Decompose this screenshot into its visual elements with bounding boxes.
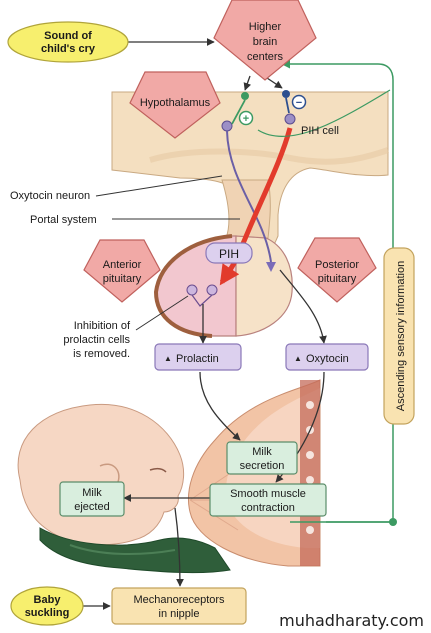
ascending-to-hypothalamus — [257, 89, 391, 138]
arrow-prolactin-to-secretion — [199, 371, 241, 441]
baby-suckling-label-2: suckling — [25, 607, 70, 619]
prolactin-cell-2 — [206, 284, 218, 296]
milk-secretion-node — [226, 441, 298, 475]
alveolus-6 — [306, 526, 314, 534]
sound-cry-label-1: Sound of — [44, 30, 92, 42]
oxytocin-label: Oxytocin — [306, 353, 349, 365]
oxytocin-axon — [226, 130, 272, 263]
higher-brain-node — [213, 0, 317, 81]
pituitary-rim — [153, 234, 233, 338]
higher-brain-label-2: brain — [253, 36, 277, 48]
baby-ear — [99, 463, 120, 483]
minus-icon — [291, 94, 307, 110]
prolactin-cells-link — [191, 294, 213, 307]
pih-label: PIH — [219, 247, 239, 261]
alveolus-1 — [306, 401, 314, 409]
prolactin-cell-1 — [186, 284, 198, 296]
minus-symbol: − — [296, 97, 302, 109]
oxytocin-node — [285, 343, 369, 371]
leader-oxytocin-neuron — [95, 175, 223, 197]
inhibition-label-2: prolactin cells — [63, 334, 130, 346]
hypothalamus-label: Hypothalamus — [140, 97, 211, 109]
posterior-pituitary-label-1: Posterior — [315, 259, 359, 271]
pih-cell-label: PIH cell — [301, 125, 339, 137]
pih-node — [205, 242, 253, 264]
plus-icon — [238, 110, 254, 126]
alveolus-4 — [306, 476, 314, 484]
posterior-pituitary-node — [297, 237, 377, 303]
anterior-pituitary-label-2: pituitary — [103, 273, 142, 285]
baby-eye — [149, 467, 167, 473]
prolactin-label: Prolactin — [176, 353, 219, 365]
alveolus-3 — [306, 451, 314, 459]
inhibition-label-1: Inhibition of — [74, 320, 131, 332]
sound-cry-node — [7, 21, 129, 63]
blue-synapse — [282, 90, 290, 98]
chest-wall-tissue — [300, 380, 320, 566]
baby-head — [17, 403, 185, 546]
oxytocin-neuron-cell — [221, 120, 233, 132]
higher-brain-label-1: Higher — [249, 21, 282, 33]
portal-system-label: Portal system — [30, 214, 97, 226]
ascending-sensory-label: Ascending sensory information — [395, 261, 407, 411]
posterior-pituitary-label-2: pituitary — [318, 273, 357, 285]
watermark-text: muhadharaty.com — [279, 611, 424, 630]
arrow-posterior-to-oxytocin — [279, 269, 327, 344]
oxytocin-terminal — [266, 262, 276, 272]
blanket-fold — [69, 544, 176, 555]
mechanoreceptors-label-2: in nipple — [159, 608, 200, 620]
milk-ejected-label-2: ejected — [74, 501, 109, 513]
blue-synapse-line — [285, 97, 290, 114]
green-synapse-line — [231, 99, 246, 125]
mechanoreceptors-node — [111, 587, 247, 625]
higher-brain-label-3: centers — [247, 51, 284, 63]
smooth-muscle-label-1: Smooth muscle — [230, 488, 306, 500]
baby-suckling-label-1: Baby — [34, 594, 62, 606]
plus-symbol: + — [243, 113, 249, 125]
oxytocin-neuron-label: Oxytocin neuron — [10, 190, 90, 202]
prolactin-node — [154, 343, 242, 371]
sound-cry-label-2: child's cry — [41, 43, 96, 55]
arrow-brain-to-oxytocin — [243, 75, 252, 91]
mechanoreceptors-label-1: Mechanoreceptors — [133, 594, 225, 606]
green-synapse — [241, 92, 249, 100]
milk-secretion-label-1: Milk — [252, 446, 272, 458]
prolactin-up-icon: ▲ — [164, 354, 172, 363]
ascending-sensory-node — [383, 247, 415, 425]
pih-neuron-cell — [284, 113, 296, 125]
brain-stripe — [149, 147, 390, 165]
arrow-nipple-to-mechanoreceptors — [174, 507, 184, 587]
milk-ejected-node — [59, 481, 125, 517]
anterior-pituitary-label-1: Anterior — [103, 259, 142, 271]
leader-inhibition — [135, 295, 189, 331]
baby-suckling-node — [10, 586, 84, 626]
milk-secretion-label-2: secretion — [240, 460, 285, 472]
pituitary-stalk — [221, 179, 271, 239]
oxytocin-up-icon: ▲ — [294, 354, 302, 363]
smooth-muscle-label-2: contraction — [241, 502, 295, 514]
posterior-pituitary-tissue — [235, 235, 293, 337]
milk-ejected-label-1: Milk — [82, 487, 102, 499]
ascending-pathway-line — [281, 59, 394, 523]
inhibition-label-3: is removed. — [73, 348, 130, 360]
baby-blanket — [39, 527, 231, 574]
hypothalamus-node — [129, 71, 221, 139]
smooth-muscle-node — [209, 483, 327, 517]
anterior-pituitary-node — [83, 239, 161, 303]
